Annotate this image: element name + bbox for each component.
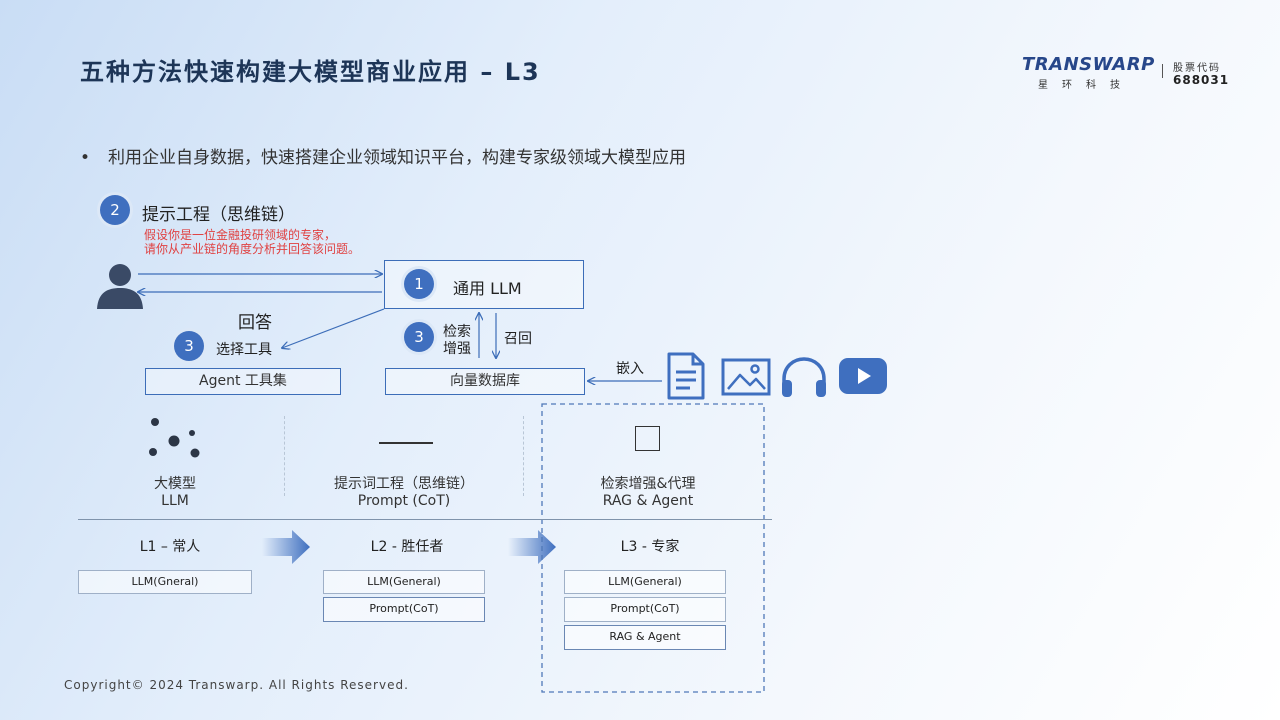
- rag-square-icon: [635, 426, 660, 451]
- level-1-item-llm: LLM(Gneral): [78, 570, 252, 594]
- level-3-item-llm: LLM(General): [564, 570, 726, 594]
- stage-divider-2: [523, 416, 524, 496]
- general-llm-label: 通用 LLM: [453, 279, 522, 298]
- vector-db-box: 向量数据库: [385, 368, 585, 395]
- level-2-item-llm: LLM(General): [323, 570, 485, 594]
- prompt-example-line-2: 请你从产业链的角度分析并回答该问题。: [144, 242, 361, 256]
- l3-highlight-box: [541, 403, 765, 693]
- headphones-icon: [782, 357, 826, 397]
- prompt-example-line-1: 假设你是一位金融投研领域的专家，: [144, 228, 337, 242]
- logo-subtitle: 星环科技: [1038, 80, 1134, 91]
- document-icon: [667, 352, 705, 400]
- bullet-dot-icon: •: [80, 148, 91, 168]
- stage-prompt-line-2: Prompt (CoT): [357, 493, 451, 509]
- copyright-footer: Copyright© 2024 Transwarp. All Rights Re…: [64, 678, 409, 692]
- page-title: 五种方法快速构建大模型商业应用 – L3: [80, 58, 541, 86]
- step-3-retrieve-badge: 3: [404, 322, 434, 352]
- image-icon: [721, 358, 771, 396]
- logo-divider: [1162, 64, 1163, 78]
- video-play-icon: [839, 358, 887, 394]
- stage-llm-label: 大模型 LLM: [115, 473, 235, 509]
- level-2-title: L2 - 胜任者: [370, 539, 444, 555]
- step-2-badge: 2: [100, 195, 130, 225]
- level-3-item-prompt: Prompt(CoT): [564, 597, 726, 622]
- stage-rag-line-1: 检索增强&代理: [600, 476, 696, 492]
- prompt-line-icon: [379, 442, 433, 444]
- stage-llm-line-2: LLM: [161, 493, 189, 509]
- level-2-item-prompt: Prompt(CoT): [323, 597, 485, 622]
- stock-code: 688031: [1173, 73, 1230, 87]
- stage-rag-label: 检索增强&代理 RAG & Agent: [573, 473, 723, 509]
- bullet-text: 利用企业自身数据，快速搭建企业领域知识平台，构建专家级领域大模型应用: [108, 148, 687, 168]
- llm-dots-icon: [149, 418, 200, 458]
- stage-prompt-line-1: 提示词工程（思维链）: [334, 476, 474, 492]
- level-arrow-1: [262, 530, 310, 564]
- stage-rag-line-2: RAG & Agent: [602, 493, 694, 509]
- bullet-point: • 利用企业自身数据，快速搭建企业领域知识平台，构建专家级领域大模型应用: [80, 143, 686, 168]
- stage-prompt-label: 提示词工程（思维链） Prompt (CoT): [319, 473, 489, 509]
- step-3-tool-badge: 3: [174, 331, 204, 361]
- level-1-title: L1 – 常人: [139, 539, 201, 555]
- embed-label: 嵌入: [616, 361, 644, 377]
- levels-divider: [78, 519, 772, 520]
- select-tool-label: 选择工具: [216, 342, 272, 358]
- stock-label: 股票代码: [1173, 63, 1221, 74]
- user-icon: [97, 264, 143, 309]
- level-3-item-rag: RAG & Agent: [564, 625, 726, 650]
- level-3-title: L3 - 专家: [620, 539, 680, 555]
- step-1-badge: 1: [404, 269, 434, 299]
- recall-label: 召回: [504, 331, 532, 347]
- select-tool-arrow: [282, 308, 385, 348]
- transwarp-logo: TRANSWARP: [1022, 54, 1155, 75]
- answer-label: 回答: [238, 313, 272, 333]
- retrieve-label-2: 增强: [443, 341, 471, 357]
- stage-llm-line-1: 大模型: [154, 476, 196, 492]
- agent-toolkit-box: Agent 工具集: [145, 368, 341, 395]
- level-arrow-2: [508, 530, 556, 564]
- step-2-title: 提示工程（思维链）: [142, 205, 295, 225]
- retrieve-label-1: 检索: [443, 324, 471, 340]
- stage-divider-1: [284, 416, 285, 496]
